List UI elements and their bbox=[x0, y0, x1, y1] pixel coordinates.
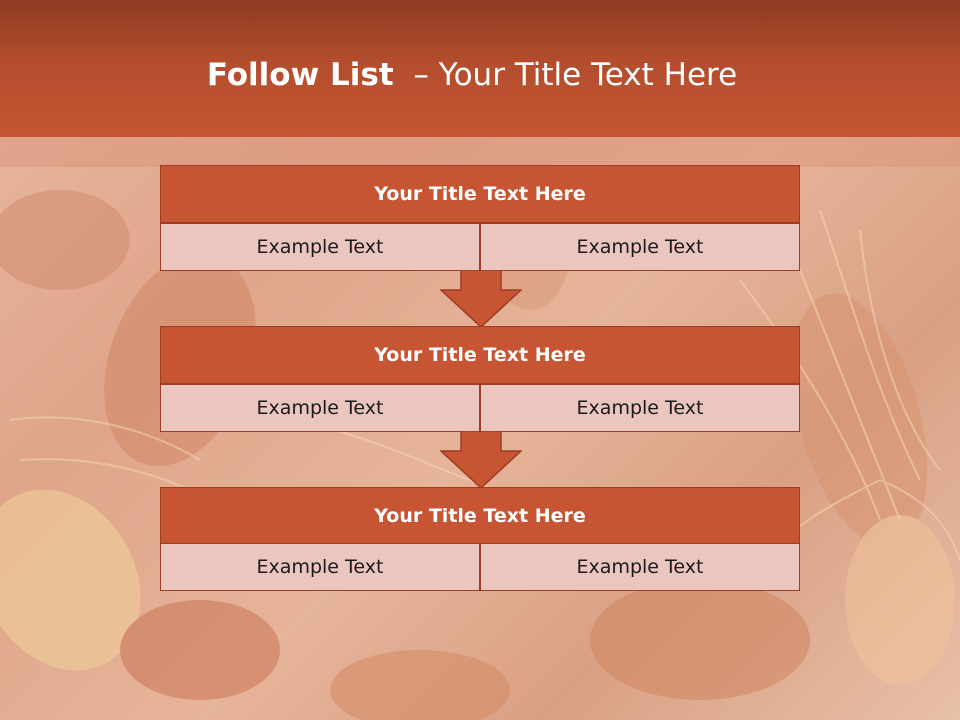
step-title: Your Title Text Here bbox=[160, 165, 800, 223]
step-right-text: Example Text bbox=[480, 223, 800, 271]
step-title: Your Title Text Here bbox=[160, 326, 800, 384]
step-left-text: Example Text bbox=[160, 223, 480, 271]
down-arrow-icon bbox=[440, 270, 522, 328]
step-right-text: Example Text bbox=[480, 384, 800, 432]
slide-title: Follow List – Your Title Text Here bbox=[0, 52, 944, 98]
header-band bbox=[0, 137, 960, 167]
title-rest: – Your Title Text Here bbox=[413, 57, 738, 93]
down-arrow-icon bbox=[440, 431, 522, 489]
step-title: Your Title Text Here bbox=[160, 487, 800, 545]
title-bold: Follow List bbox=[206, 57, 394, 93]
header-bar bbox=[0, 0, 960, 137]
step-left-text: Example Text bbox=[160, 384, 480, 432]
step-right-text: Example Text bbox=[480, 543, 800, 591]
step-left-text: Example Text bbox=[160, 543, 480, 591]
